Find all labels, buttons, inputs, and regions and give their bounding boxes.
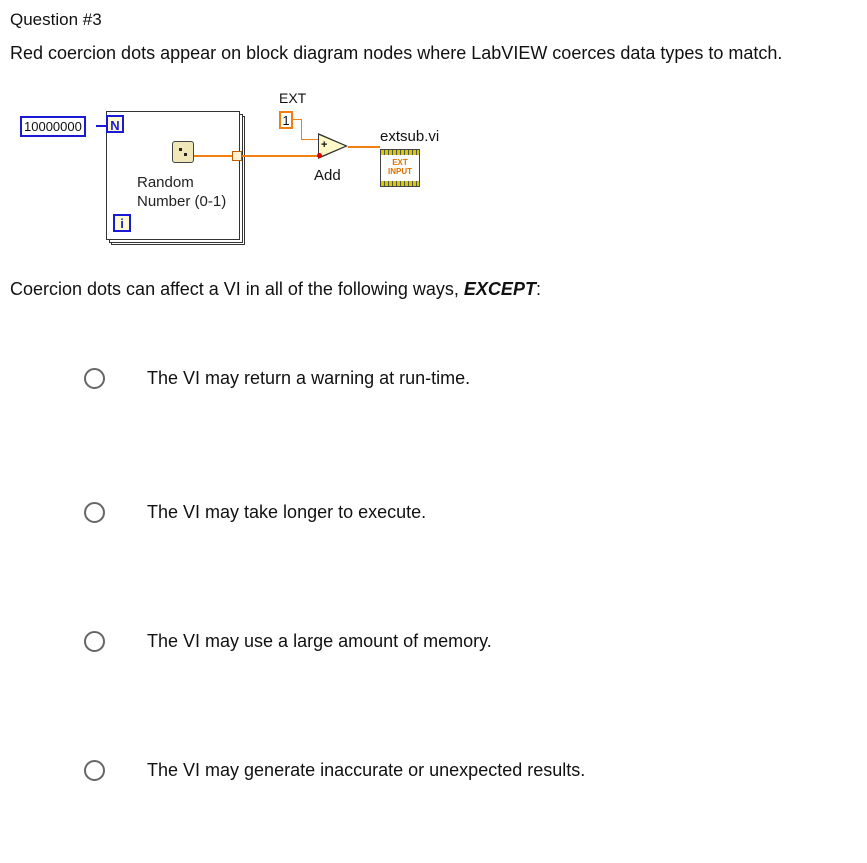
- subvi-icon: EXT INPUT: [380, 149, 420, 187]
- except-emphasis: EXCEPT: [463, 279, 536, 299]
- add-label: Add: [314, 167, 341, 184]
- option-label[interactable]: The VI may take longer to execute.: [147, 502, 427, 522]
- double-wire: [348, 146, 380, 148]
- ext-label: EXT: [279, 90, 307, 106]
- double-wire: [301, 119, 302, 139]
- integer-wire: [96, 125, 108, 127]
- double-wire: [242, 155, 318, 157]
- answer-option[interactable]: The VI may take longer to execute.: [84, 502, 426, 523]
- random-number-label: Random Number (0-1): [137, 174, 227, 210]
- answer-option[interactable]: The VI may return a warning at run-time.: [84, 368, 470, 389]
- subvi-icon-text: EXT INPUT: [388, 158, 412, 176]
- double-wire: [194, 155, 232, 157]
- answer-option[interactable]: The VI may use a large amount of memory.: [84, 631, 492, 652]
- radio-button[interactable]: [84, 631, 105, 652]
- numeric-constant: 10000000: [20, 116, 86, 137]
- ext-constant: 1: [279, 111, 293, 129]
- loop-tunnel: [232, 151, 242, 161]
- option-label[interactable]: The VI may return a warning at run-time.: [147, 368, 471, 388]
- answer-option[interactable]: The VI may generate inaccurate or unexpe…: [84, 760, 585, 781]
- radio-button[interactable]: [84, 368, 105, 389]
- radio-button[interactable]: [84, 760, 105, 781]
- iteration-terminal: i: [113, 214, 131, 232]
- radio-button[interactable]: [84, 502, 105, 523]
- option-label[interactable]: The VI may generate inaccurate or unexpe…: [147, 760, 586, 780]
- question-prompt: Red coercion dots appear on block diagra…: [10, 43, 783, 63]
- option-label[interactable]: The VI may use a large amount of memory.: [147, 631, 492, 651]
- question-title: Question #3: [10, 10, 102, 29]
- count-terminal: N: [106, 115, 124, 133]
- add-function-fill: [319, 135, 345, 157]
- subvi-label: extsub.vi: [380, 128, 440, 145]
- dice-icon: [172, 141, 194, 163]
- double-wire: [301, 139, 319, 140]
- plus-icon: +: [321, 139, 328, 151]
- question-stem: Coercion dots can affect a VI in all of …: [10, 279, 541, 299]
- block-diagram: 10000000 N i Random Number (0-1) EXT 1 +…: [0, 85, 460, 245]
- double-wire: [293, 119, 301, 120]
- coercion-dot: [317, 153, 322, 158]
